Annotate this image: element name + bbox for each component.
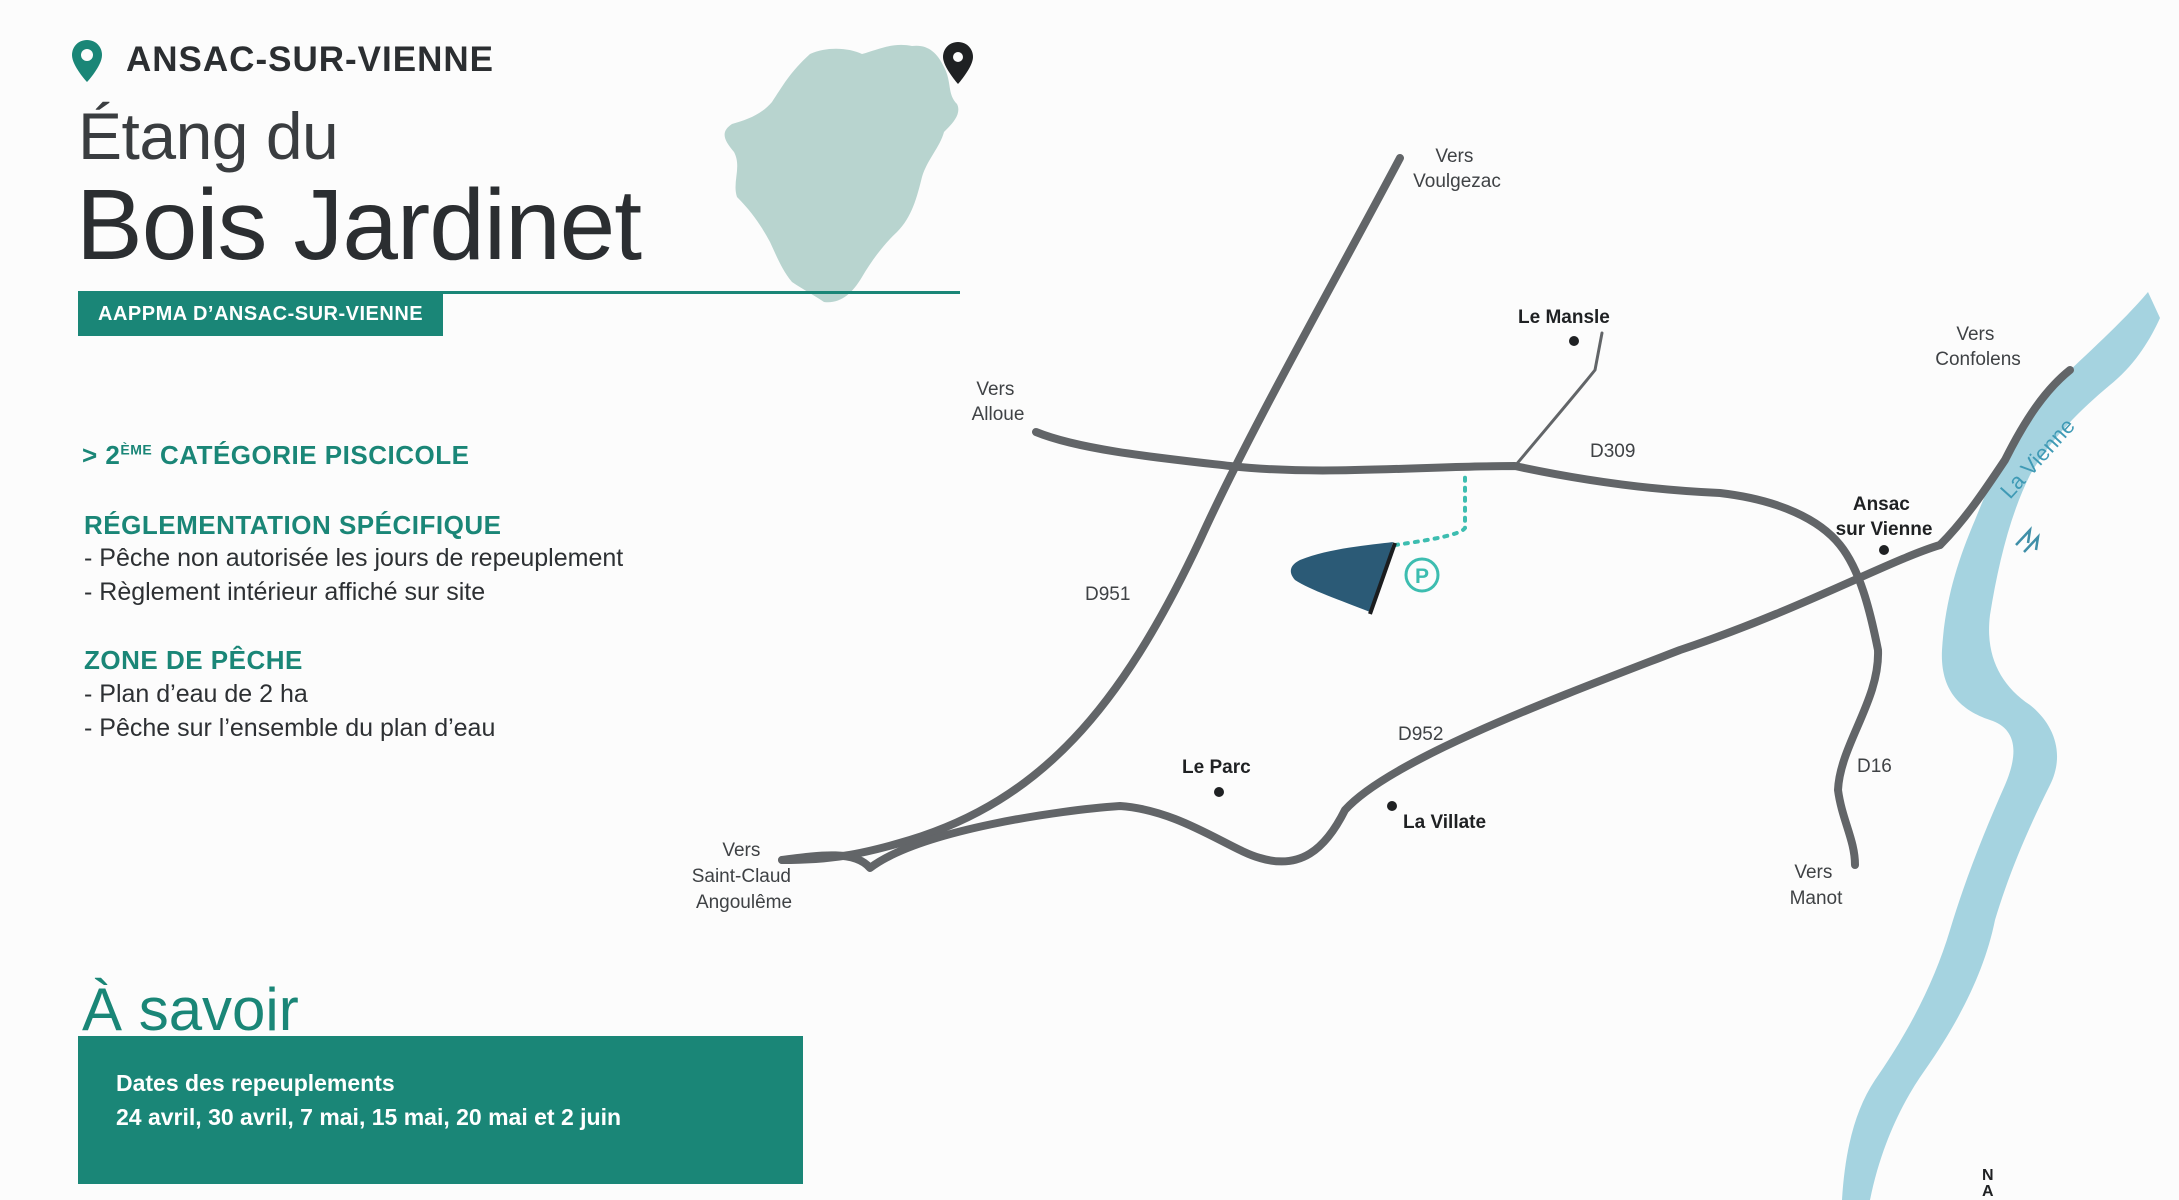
label-le-mansle: Le Mansle	[1518, 307, 1610, 328]
regulation-line: - Pêche non autorisée les jours de repeu…	[84, 544, 624, 572]
road-d952	[778, 541, 1944, 872]
label-la-villate: La Villate	[1403, 812, 1486, 833]
label-le-parc: Le Parc	[1182, 757, 1251, 778]
restocking-label: Dates des repeuplements	[116, 1070, 395, 1096]
town-name: ANSAC-SUR-VIENNE	[126, 40, 494, 79]
label-saint-claud: Vers Saint-Claud Angoulême	[692, 840, 797, 913]
label-ansac: Ansac sur Vienne	[1836, 494, 1933, 540]
label-manot: Vers Manot	[1790, 862, 1844, 909]
location-pin-icon	[72, 40, 102, 82]
label-confolens: Vers Confolens	[1935, 324, 2021, 370]
footpath	[1393, 473, 1467, 547]
label-alloue: Vers Alloue	[972, 379, 1025, 425]
label-d16: D16	[1857, 756, 1892, 777]
regulation-line: - Règlement intérieur affiché sur site	[84, 578, 486, 606]
road-le-mansle	[1513, 331, 1604, 468]
vienne-river	[1842, 292, 2160, 1200]
road-d309	[1032, 428, 1883, 869]
parking-symbol: P	[1415, 565, 1429, 588]
dam-line	[1368, 542, 1397, 615]
pond	[1290, 542, 1393, 612]
a-savoir-title: À savoir	[82, 976, 299, 1043]
restocking-dates: 24 avril, 30 avril, 7 mai, 15 mai, 20 ma…	[116, 1104, 622, 1130]
la-villate-dot	[1387, 801, 1397, 811]
a-savoir-box	[78, 1036, 803, 1184]
page-title: Bois Jardinet	[76, 169, 642, 281]
le-mansle-dot	[1569, 336, 1579, 346]
header-divider	[78, 291, 960, 294]
title-line1: Étang du	[78, 99, 339, 173]
parking-icon: P	[1404, 557, 1440, 593]
road-confolens	[1936, 366, 2074, 549]
label-d952: D952	[1398, 724, 1443, 745]
river-flow-icon	[2015, 526, 2040, 553]
ansac-dot	[1879, 545, 1889, 555]
zone-line: - Pêche sur l’ensemble du plan d’eau	[84, 714, 496, 742]
label-voulgezac: Vers Voulgezac	[1413, 146, 1501, 192]
zone-line: - Plan d’eau de 2 ha	[84, 680, 308, 708]
label-d951: D951	[1085, 584, 1130, 605]
label-d309: D309	[1590, 441, 1635, 462]
department-map	[724, 42, 973, 303]
north-indicator: N A	[1982, 1167, 1994, 1200]
le-parc-dot	[1214, 787, 1224, 797]
fish-category: > 2ÈME CATÉGORIE PISCICOLE	[82, 440, 470, 470]
map-pin-icon	[943, 42, 973, 84]
zone-heading: ZONE DE PÊCHE	[84, 645, 303, 675]
regulation-heading: RÉGLEMENTATION SPÉCIFIQUE	[84, 510, 502, 540]
road-d951	[778, 154, 1404, 864]
organization-badge: AAPPMA D’ANSAC-SUR-VIENNE	[78, 292, 444, 336]
